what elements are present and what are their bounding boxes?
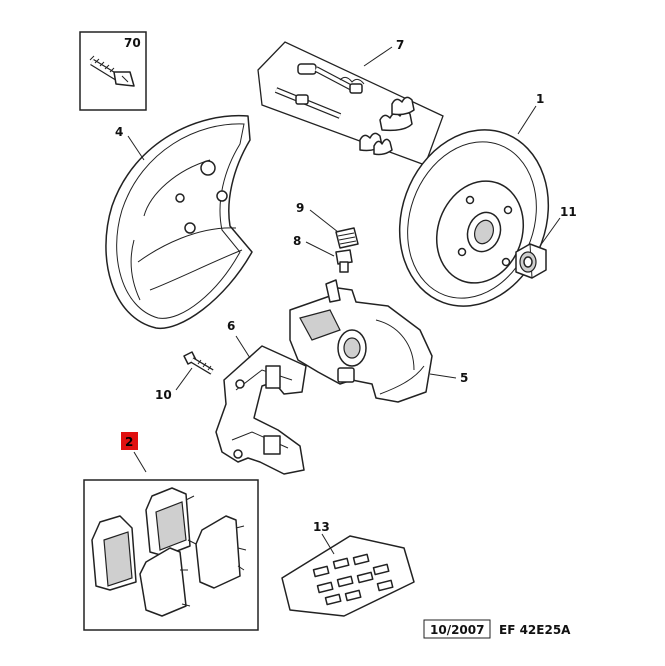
part-70-screw — [89, 55, 135, 87]
brake-pad-1 — [91, 515, 137, 591]
label-7: 7 — [396, 38, 404, 52]
footer: 10/2007 EF 42E25A — [423, 619, 571, 639]
brake-pad-2 — [145, 487, 197, 557]
label-5: 5 — [460, 371, 468, 385]
label-4: 4 — [115, 125, 123, 139]
label-13: 13 — [313, 520, 330, 534]
part-10-bracket-bolt[interactable]: 10 — [155, 351, 214, 402]
label-11: 11 — [560, 205, 577, 219]
label-70: 70 — [124, 36, 141, 50]
shim-pieces — [312, 553, 394, 606]
part-13-shim-kit[interactable]: 13 — [281, 520, 415, 617]
footer-date: 10/2007 — [430, 623, 484, 637]
footer-code: EF 42E25A — [499, 623, 571, 637]
part-2-brake-pads[interactable]: 2 — [83, 432, 259, 631]
part-9-cap[interactable]: 9 — [296, 201, 359, 249]
brake-pad-4 — [195, 515, 247, 589]
date-box — [423, 619, 491, 639]
part-7-guide-pins — [274, 63, 415, 156]
label-10: 10 — [155, 388, 172, 402]
part-11-hub-nut[interactable]: 11 — [515, 205, 577, 279]
part-8-bleed-screw[interactable]: 8 — [293, 234, 353, 273]
brake-pad-3 — [139, 547, 191, 617]
label-2-highlight — [121, 432, 138, 450]
label-8: 8 — [293, 234, 301, 248]
part-7-guide-kit[interactable]: 7 — [257, 38, 444, 166]
label-1: 1 — [536, 92, 544, 106]
label-2: 2 — [125, 435, 133, 449]
part-4-backing-plate[interactable]: 4 — [105, 114, 253, 330]
part-1-brake-disc[interactable]: 1 — [376, 92, 573, 327]
part-5-caliper[interactable]: 5 — [289, 279, 468, 403]
label-6: 6 — [227, 319, 235, 333]
part-70-screw-box[interactable]: 70 — [79, 31, 147, 111]
label-9: 9 — [296, 201, 304, 215]
part-6-caliper-bracket[interactable]: 6 — [215, 319, 307, 475]
